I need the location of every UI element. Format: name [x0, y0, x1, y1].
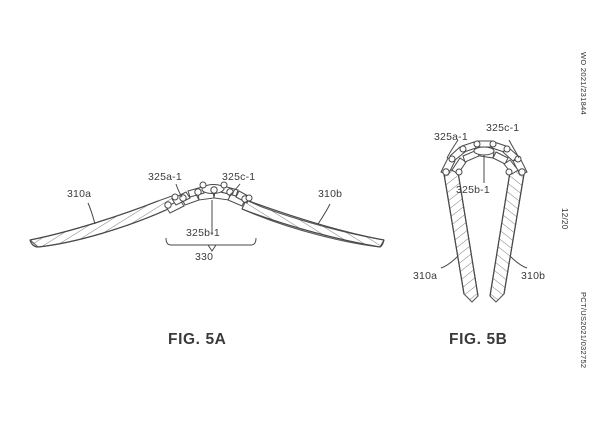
- fig5a-label-325a-1: 325a-1: [148, 171, 182, 183]
- fig5a-label-325b-1: 325b-1: [186, 227, 220, 239]
- figure-5b-artwork: [440, 139, 528, 303]
- fig5a-label-325c-1: 325c-1: [222, 171, 256, 183]
- fig5b-label-310b: 310b: [521, 270, 546, 282]
- figure-5a-artwork: [29, 181, 385, 252]
- publication-number: WO 2021/231844: [579, 52, 588, 115]
- fig5b-leader-lines: [440, 139, 528, 269]
- fig5b-label-310a: 310a: [413, 270, 438, 282]
- fig5a-label-310a: 310a: [67, 188, 92, 200]
- fig5a-right-leaflet: [241, 199, 385, 248]
- fig5a-label-310b: 310b: [318, 188, 343, 200]
- fig5b-top-linkage: [440, 140, 528, 176]
- figure-5b-caption: FIG. 5B: [449, 331, 508, 348]
- fig5b-label-325b-1: 325b-1: [456, 184, 490, 196]
- figure-5a-caption: FIG. 5A: [168, 331, 227, 348]
- application-number: PCT/US2021/032752: [579, 292, 588, 369]
- fig5a-label-330: 330: [195, 251, 214, 263]
- fig5b-right-leg: [489, 167, 526, 303]
- fig5b-label-325c-1: 325c-1: [486, 122, 520, 134]
- fig5b-label-325a-1: 325a-1: [434, 131, 468, 143]
- fig5a-bracket-330: [165, 237, 257, 252]
- sheet-page-number: 12/20: [560, 208, 569, 230]
- fig5a-leader-lines: [87, 183, 331, 235]
